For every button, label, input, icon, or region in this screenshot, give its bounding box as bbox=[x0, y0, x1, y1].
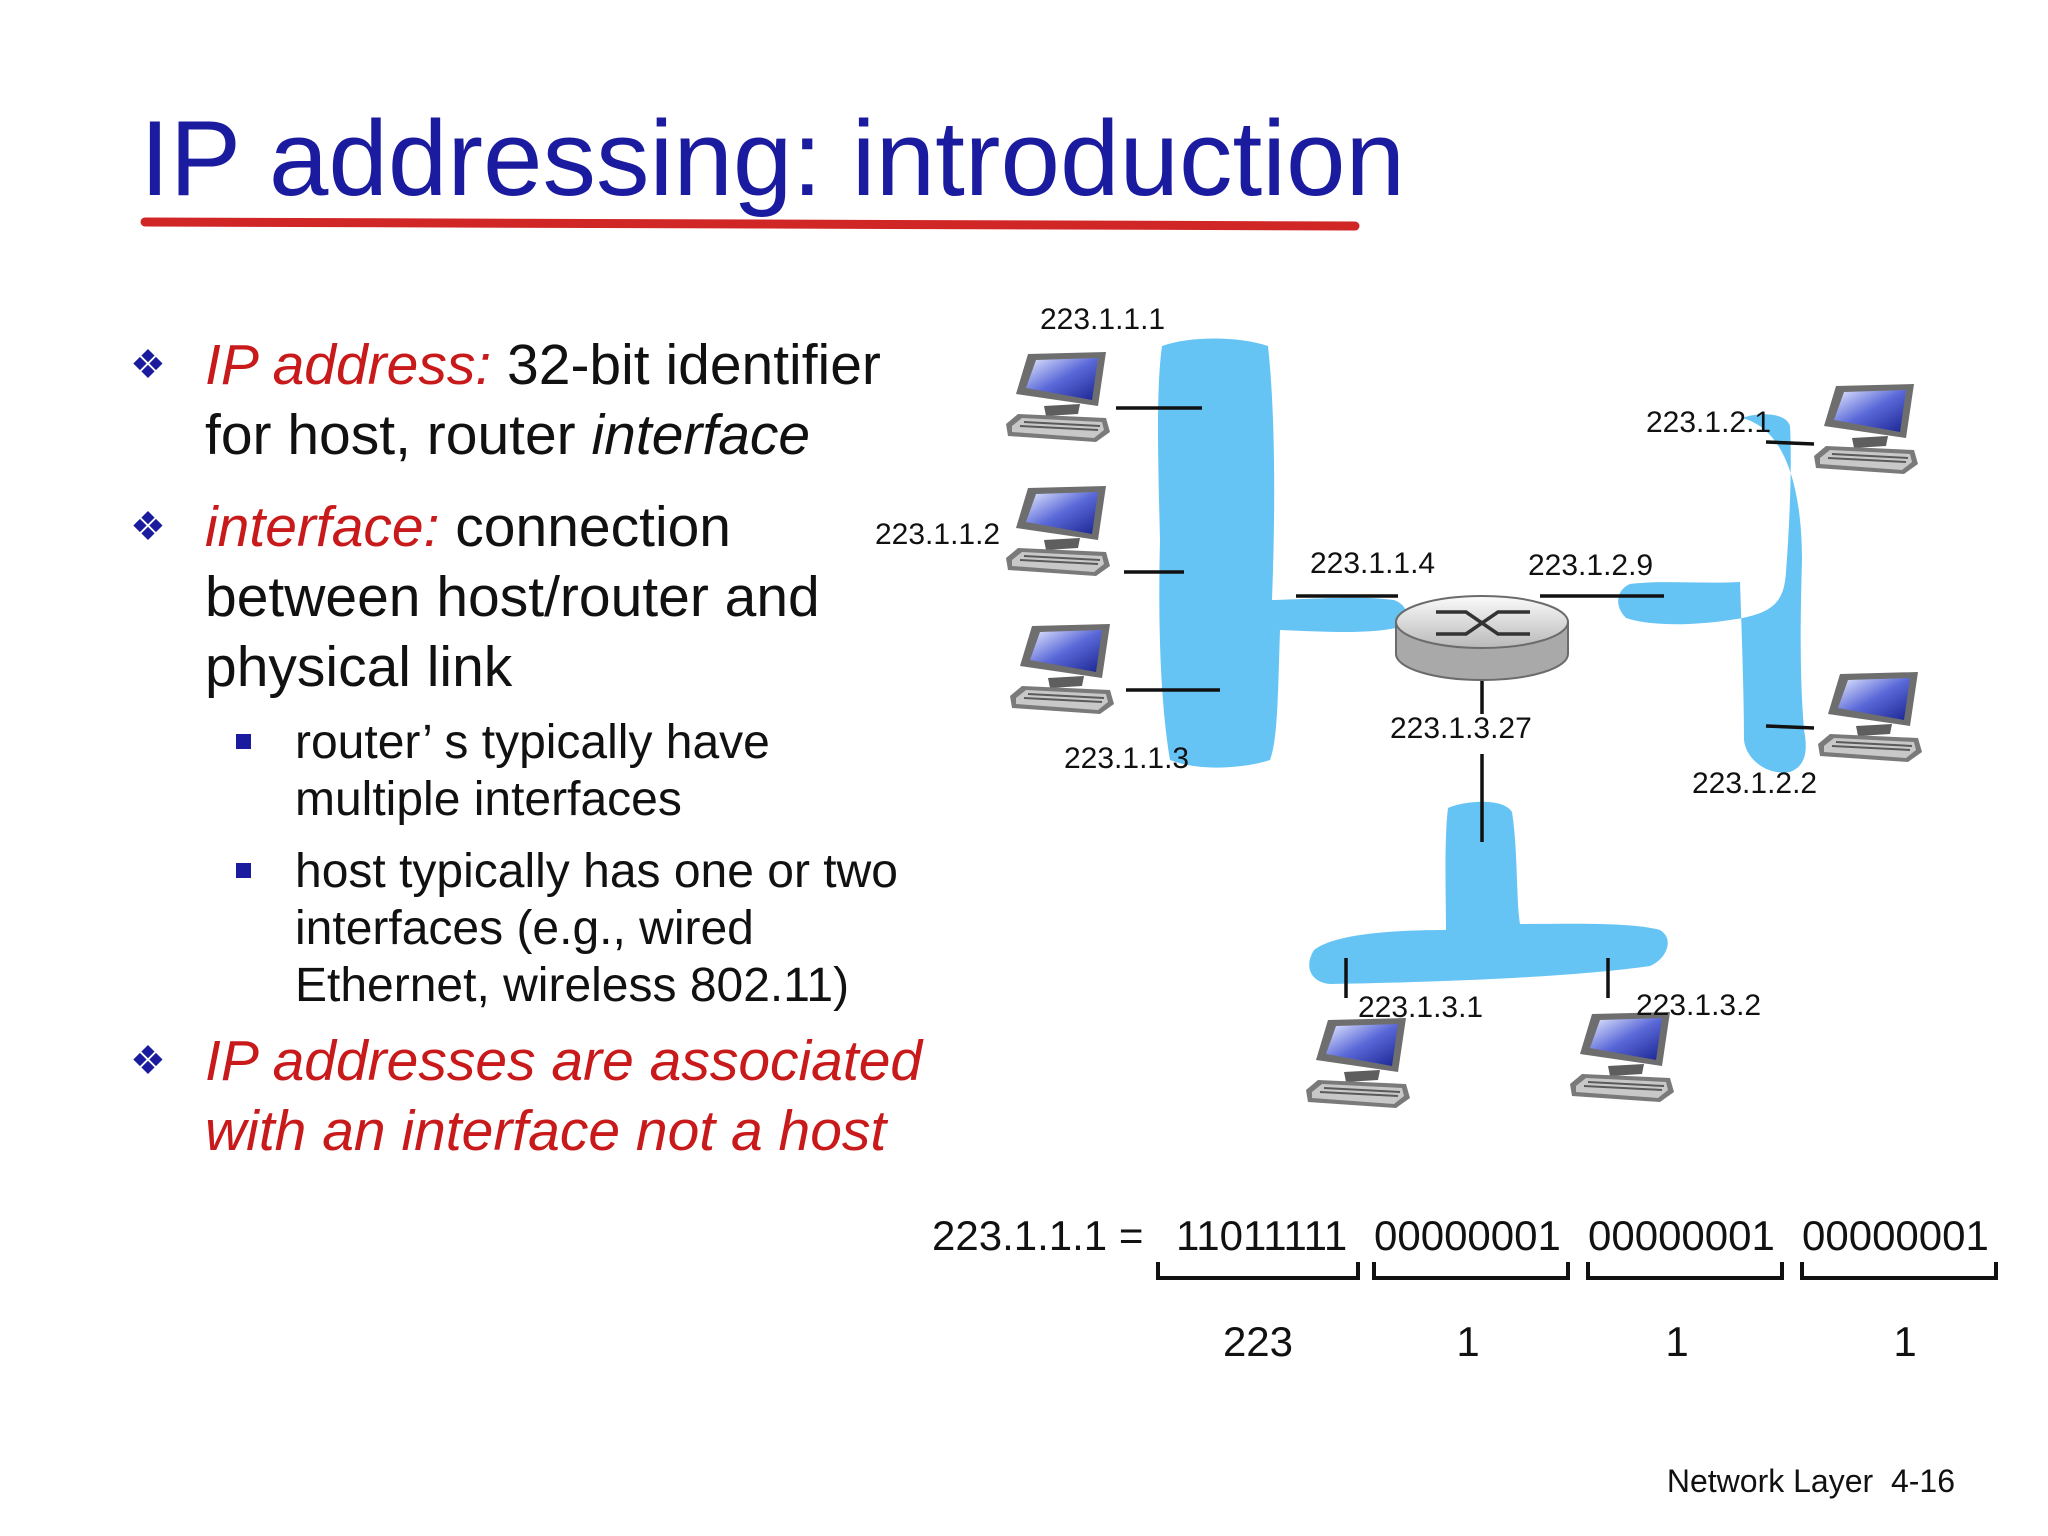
addr-223-1-2-9: 223.1.2.9 bbox=[1528, 549, 1653, 582]
sub-bullet-text: router’ s typically have multiple interf… bbox=[295, 716, 770, 826]
addr-223-1-2-1: 223.1.2.1 bbox=[1646, 406, 1771, 439]
addr-223-1-1-4: 223.1.1.4 bbox=[1310, 547, 1435, 580]
bullet-ip-interface: ❖ IP addresses are associated with an in… bbox=[130, 1026, 930, 1166]
host-computer-icon bbox=[1817, 671, 1923, 763]
bullet-interface: ❖ interface: connection between host/rou… bbox=[130, 492, 930, 702]
footer-label: Network Layer bbox=[1666, 1463, 1874, 1499]
interface-definition: connection between host/router and physi… bbox=[205, 495, 820, 699]
addr-223-1-2-2: 223.1.2.2 bbox=[1692, 767, 1817, 800]
term-interface: interface: bbox=[205, 495, 440, 559]
host-computer-icon bbox=[1305, 1017, 1411, 1109]
subnet-223-1-3 bbox=[1309, 801, 1668, 984]
binary-byte-2: 00000001 bbox=[1374, 1212, 1561, 1259]
decimal-2: 1 bbox=[1456, 1318, 1479, 1365]
addr-223-1-3-2: 223.1.3.2 bbox=[1636, 989, 1761, 1022]
decimal-1: 223 bbox=[1223, 1318, 1293, 1365]
sub-bullet-text: host typically has one or two interfaces… bbox=[295, 845, 898, 1012]
diamond-bullet-icon: ❖ bbox=[130, 343, 166, 387]
host-computer-icon bbox=[1005, 485, 1111, 577]
interface-word: interface bbox=[591, 403, 811, 467]
binary-byte-3: 00000001 bbox=[1588, 1212, 1775, 1259]
slide-footer: Network Layer 4-16 bbox=[1667, 1463, 1955, 1500]
addr-223-1-1-1: 223.1.1.1 bbox=[1040, 303, 1165, 336]
slide-title: IP addressing: introduction bbox=[140, 98, 1405, 218]
bullet-ip-address: ❖ IP address: 32-bit identifier for host… bbox=[130, 330, 930, 470]
router-icon bbox=[1395, 595, 1569, 681]
binary-lhs: 223.1.1.1 = bbox=[932, 1212, 1143, 1259]
host-computer-icon bbox=[1813, 383, 1919, 475]
addr-223-1-3-27: 223.1.3.27 bbox=[1390, 712, 1532, 745]
host-computer-icon bbox=[1009, 623, 1115, 715]
sub-bullet-router: router’ s typically have multiple interf… bbox=[130, 714, 930, 828]
subnet-223-1-1 bbox=[1158, 338, 1407, 768]
host-computer-icon bbox=[1005, 351, 1111, 443]
addr-223-1-3-1: 223.1.3.1 bbox=[1358, 991, 1483, 1024]
binary-breakdown: 223.1.1.1 = 11011111 00000001 00000001 0… bbox=[932, 1212, 1998, 1365]
page-number: 4-16 bbox=[1890, 1463, 1955, 1499]
term-ip-address: IP address: bbox=[205, 333, 492, 397]
square-bullet-icon bbox=[236, 734, 251, 749]
decimal-3: 1 bbox=[1665, 1318, 1688, 1365]
bullet-list: ❖ IP address: 32-bit identifier for host… bbox=[130, 330, 930, 1166]
decimal-4: 1 bbox=[1893, 1318, 1916, 1365]
host-computer-icon bbox=[1569, 1011, 1675, 1103]
addr-223-1-1-2: 223.1.1.2 bbox=[875, 518, 1000, 551]
diamond-bullet-icon: ❖ bbox=[130, 1039, 166, 1083]
sub-bullet-host: host typically has one or two interfaces… bbox=[130, 843, 930, 1014]
binary-byte-4: 00000001 bbox=[1802, 1212, 1989, 1259]
title-underline bbox=[140, 217, 1360, 231]
diamond-bullet-icon: ❖ bbox=[130, 505, 166, 549]
subnet-223-1-2 bbox=[1618, 414, 1806, 773]
link-lines bbox=[1116, 406, 1815, 998]
binary-byte-1: 11011111 bbox=[1176, 1212, 1347, 1259]
ip-address-definition: 32-bit identifier for host, router bbox=[205, 333, 881, 467]
addr-223-1-1-3: 223.1.1.3 bbox=[1064, 742, 1189, 775]
ip-interface-statement: IP addresses are associated with an inte… bbox=[205, 1029, 923, 1163]
square-bullet-icon bbox=[236, 863, 251, 878]
